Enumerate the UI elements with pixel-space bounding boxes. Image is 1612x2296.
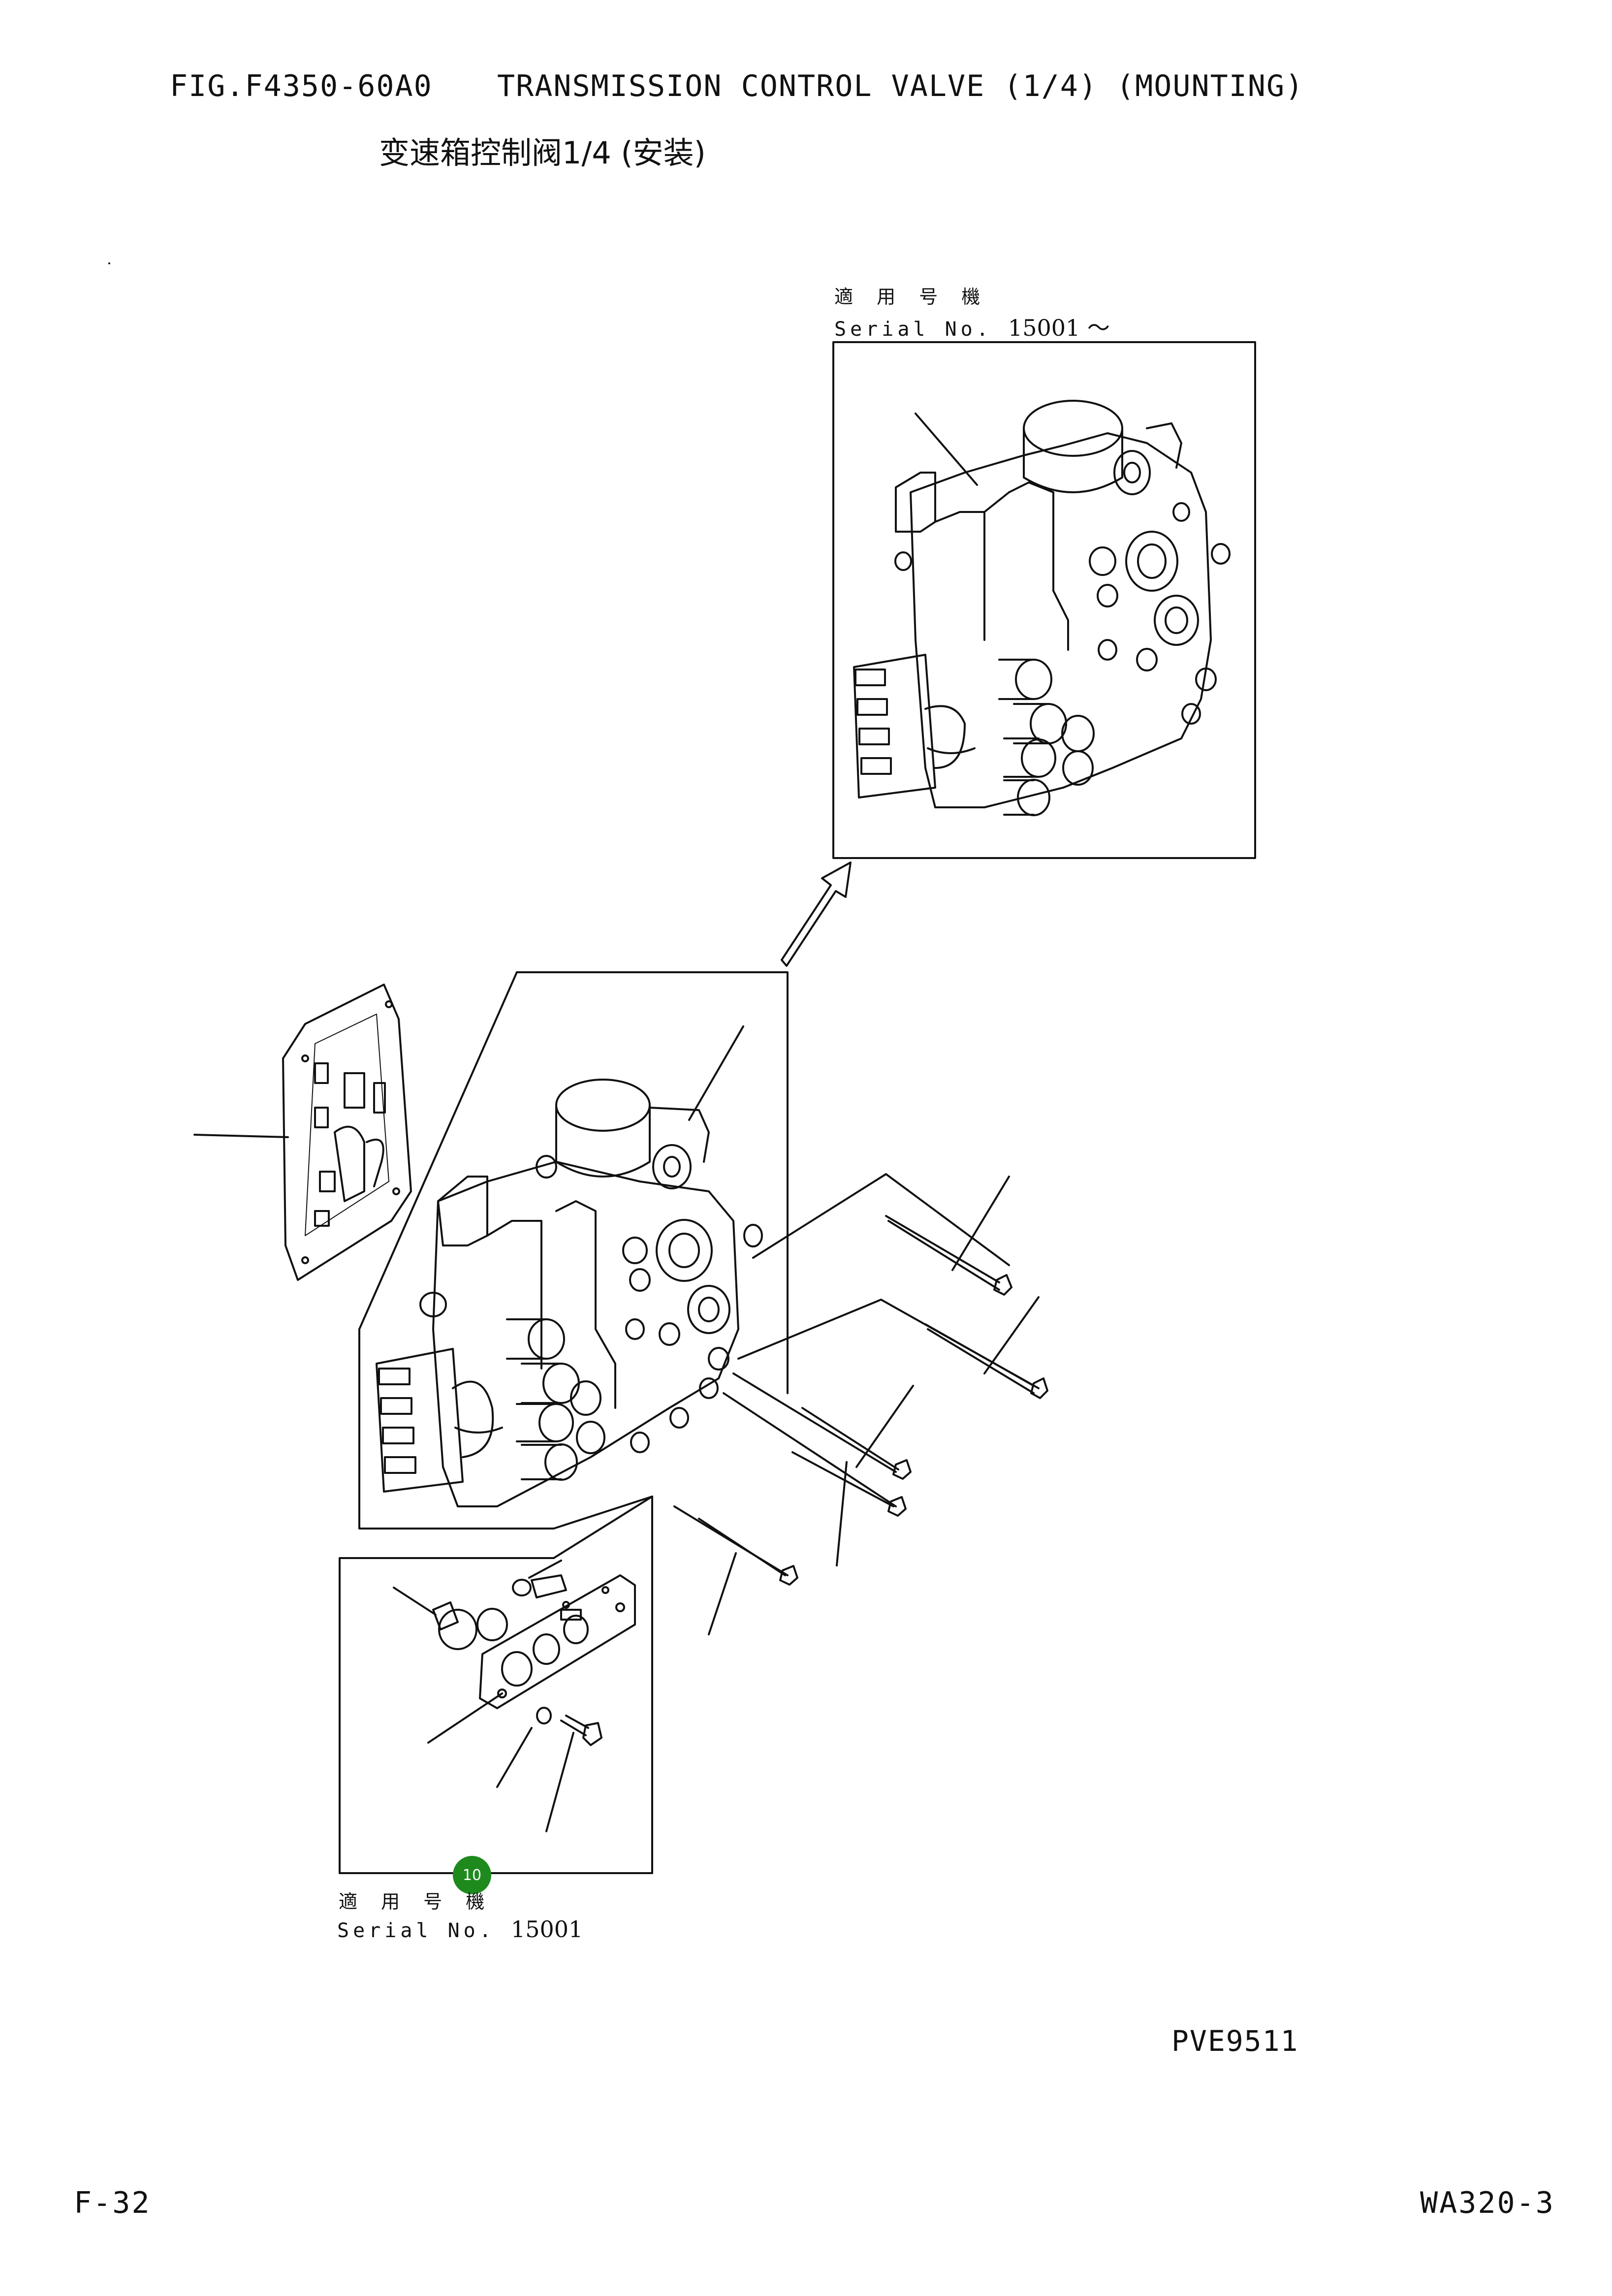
control-valve-assembly-icon — [853, 400, 1231, 816]
applicable-label-top: 適 用 号 機 — [834, 286, 989, 308]
page-number: F-32 — [74, 2186, 151, 2220]
callout-badge[interactable]: 10 — [453, 1856, 491, 1894]
drawing-code: PVE9511 — [1171, 2024, 1299, 2058]
main-assembly-frame — [358, 971, 789, 1530]
model-number: WA320-3 — [1420, 2186, 1555, 2220]
applicable-label-bottom: 適 用 号 機 — [339, 1891, 494, 1913]
gasket-plate-icon — [193, 984, 412, 1281]
main-control-valve-icon — [376, 1025, 763, 1507]
arrow-up-right-icon — [781, 861, 852, 967]
figure-subtitle: 变速箱控制阀1/4 (安装) — [379, 135, 706, 171]
figure-code: FIG.F4350-60A0 — [170, 69, 433, 103]
serial-prefix-top: Serial No. — [834, 318, 992, 341]
serial-number-bottom: Serial No. 15001 — [337, 1916, 583, 1943]
serial-value-bottom: 15001 — [510, 1916, 583, 1943]
callout-number: 10 — [462, 1866, 482, 1884]
serial-value-top: 15001 ～ — [1008, 315, 1110, 341]
inset-frame-top — [832, 341, 1256, 859]
figure-title: TRANSMISSION CONTROL VALVE (1/4) (MOUNTI… — [497, 69, 1304, 103]
inset-frame-bottom — [339, 1496, 653, 1874]
serial-number-top: Serial No. 15001 ～ — [834, 310, 1110, 343]
cover-plate-icon — [393, 1560, 636, 1832]
bolt-icon — [673, 1173, 1048, 1635]
serial-prefix-bottom: Serial No. — [337, 1919, 495, 1942]
